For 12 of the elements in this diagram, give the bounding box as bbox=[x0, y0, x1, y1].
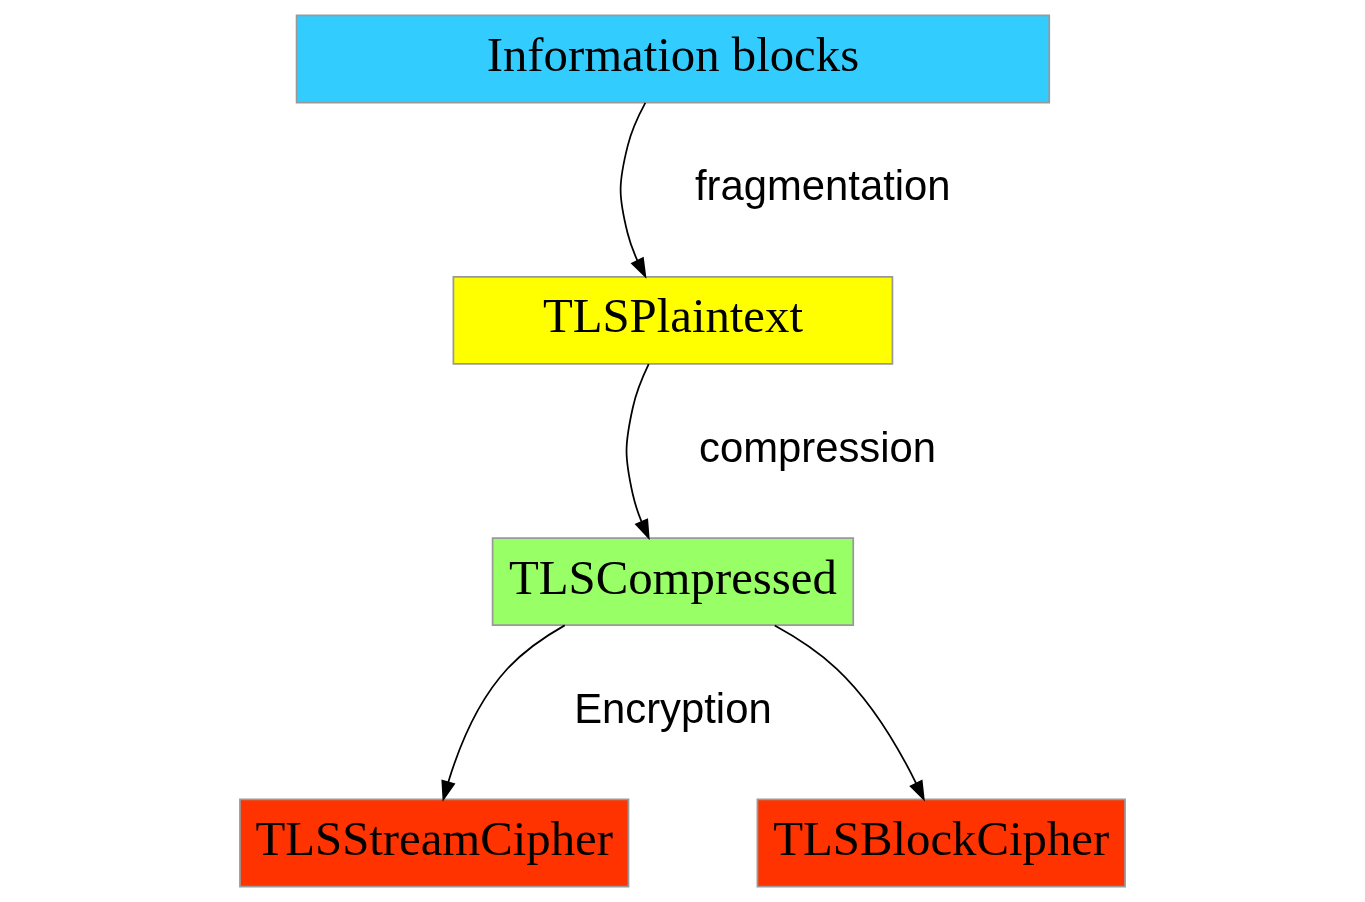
arrow bbox=[619, 102, 647, 279]
label: compression bbox=[699, 423, 936, 471]
node-box: TLSBlockCipher bbox=[756, 798, 1126, 888]
node-box: TLSPlaintext bbox=[452, 275, 894, 365]
arrow bbox=[773, 624, 925, 802]
node-box: TLSCompressed bbox=[491, 537, 855, 627]
arrow bbox=[625, 363, 650, 541]
label: fragmentation bbox=[694, 162, 951, 210]
arrow bbox=[441, 624, 566, 802]
label: Encryption bbox=[574, 685, 772, 733]
node-box: Information blocks bbox=[295, 14, 1051, 104]
node-box: TLSStreamCipher bbox=[239, 798, 630, 888]
